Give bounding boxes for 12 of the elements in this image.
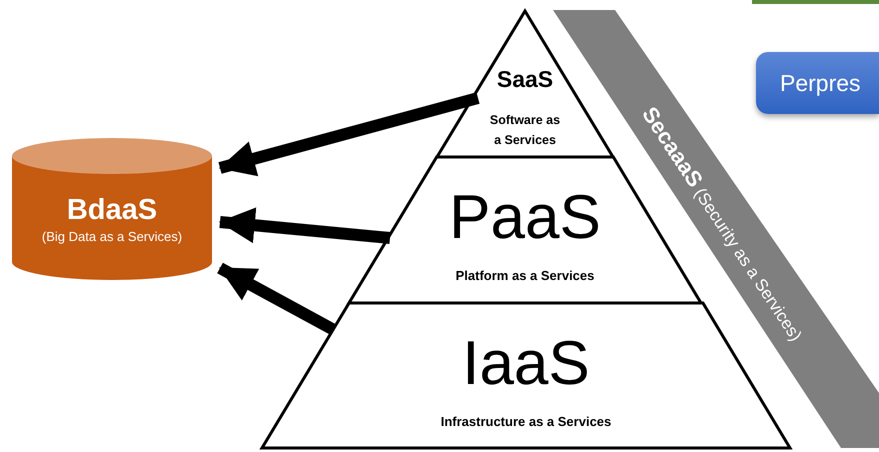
tier-subtitle: Platform as a Services <box>454 269 596 282</box>
database-cylinder <box>12 138 212 280</box>
arrow <box>218 92 480 176</box>
arrow <box>218 207 391 244</box>
arrow <box>217 262 337 336</box>
tier-title: SaaS <box>496 68 554 91</box>
tier-subtitle: Software as a Services <box>488 112 562 149</box>
node-title: BdaaS <box>66 196 158 225</box>
tier-title: IaaS <box>461 333 591 395</box>
menu-button: Perpres <box>756 52 879 114</box>
node-subtitle: (Big Data as a Services) <box>40 230 184 243</box>
tier-subtitle: Infrastructure as a Services <box>440 415 612 428</box>
